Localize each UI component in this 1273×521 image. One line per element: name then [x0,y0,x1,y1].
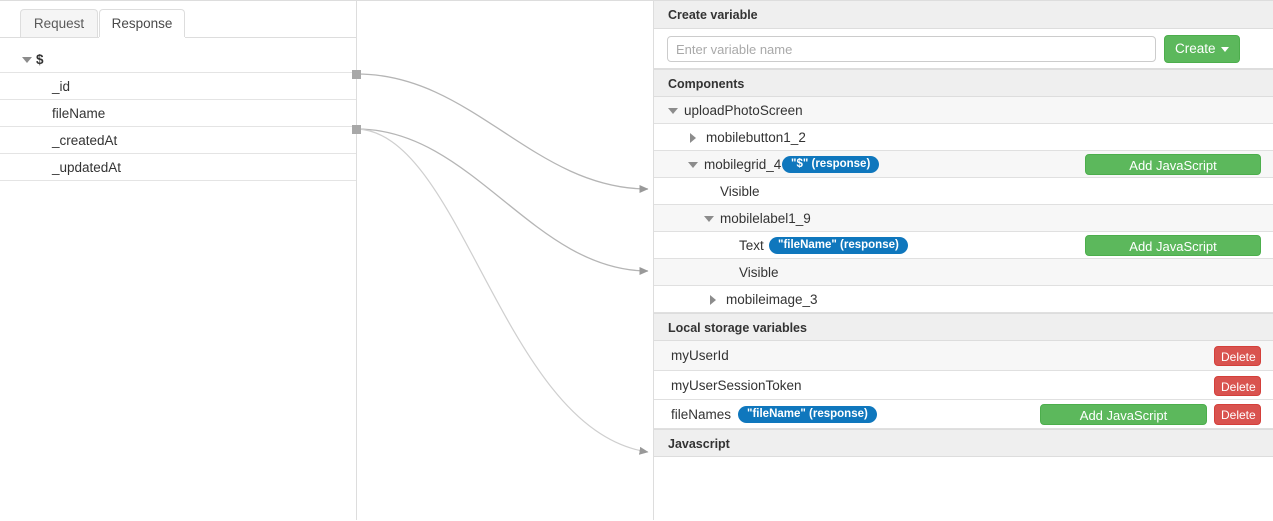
bindings-panel: Create variable Create Components upload… [653,0,1273,520]
tree-row-_id[interactable]: _id [0,73,356,100]
caret-right-icon[interactable] [710,295,716,305]
caret-down-icon[interactable] [22,57,32,63]
caret-down-icon[interactable] [688,162,698,168]
component-row-visible-label[interactable]: Visible [654,259,1273,286]
component-row-visible-grid[interactable]: Visible [654,178,1273,205]
caret-down-icon[interactable] [704,216,714,222]
component-label: mobilebutton1_2 [706,130,806,145]
component-label: mobileimage_3 [726,292,818,307]
component-label: mobilelabel1_9 [720,211,811,226]
tree-row-root[interactable]: $ [0,46,356,73]
delete-button[interactable]: Delete [1214,376,1261,396]
create-button-label: Create [1175,41,1216,56]
connection-filename-to-filenames [356,128,649,455]
delete-button[interactable]: Delete [1214,346,1261,366]
storage-variable-label: myUserSessionToken [671,378,802,393]
component-row-mobileimage_3[interactable]: mobileimage_3 [654,286,1273,313]
component-row-text-binding[interactable]: Text "fileName" (response) Add JavaScrip… [654,232,1273,259]
connection-canvas [352,0,653,520]
tab-response[interactable]: Response [99,9,185,38]
section-header-components: Components [654,69,1273,97]
tree-root-label: $ [36,52,44,67]
storage-row-fileNames[interactable]: fileNames "fileName" (response) Add Java… [654,400,1273,429]
tab-underline-gap [99,37,185,38]
add-javascript-button[interactable]: Add JavaScript [1040,404,1207,425]
component-row-mobilelabel1_9[interactable]: mobilelabel1_9 [654,205,1273,232]
variable-name-input[interactable] [667,36,1156,62]
binding-badge[interactable]: "$" (response) [782,156,880,173]
component-row-mobilebutton1_2[interactable]: mobilebutton1_2 [654,124,1273,151]
storage-row-myUserId[interactable]: myUserId Delete [654,341,1273,371]
add-javascript-button[interactable]: Add JavaScript [1085,235,1261,256]
binding-badge[interactable]: "fileName" (response) [769,237,908,254]
caret-down-icon [1220,46,1229,52]
tree-row-fileName[interactable]: fileName [0,100,356,127]
component-label: Text [739,238,764,253]
json-tree: $ _id fileName _createdAt _updatedAt [0,46,356,181]
storage-variable-label: fileNames [671,407,732,422]
connection-lines [356,73,649,455]
component-label: Visible [739,265,779,280]
component-row-mobilegrid_4[interactable]: mobilegrid_4 "$" (response) Add JavaScri… [654,151,1273,178]
tree-row-_createdAt[interactable]: _createdAt [0,127,356,154]
add-javascript-button[interactable]: Add JavaScript [1085,154,1261,175]
connection-filename-to-text [356,128,649,275]
component-label: mobilegrid_4 [704,157,782,172]
caret-right-icon[interactable] [690,133,696,143]
component-row-uploadPhotoScreen[interactable]: uploadPhotoScreen [654,97,1273,124]
connector-handle-filename[interactable] [352,125,361,134]
delete-button[interactable]: Delete [1214,404,1261,425]
storage-variable-label: myUserId [671,348,729,363]
connector-handle-dollar[interactable] [352,70,361,79]
binding-badge[interactable]: "fileName" (response) [738,406,877,423]
caret-down-icon[interactable] [668,108,678,114]
tab-request[interactable]: Request [20,9,98,38]
storage-row-myUserSessionToken[interactable]: myUserSessionToken Delete [654,371,1273,400]
create-button[interactable]: Create [1164,35,1240,63]
section-header-javascript: Javascript [654,429,1273,457]
tree-row-_updatedAt[interactable]: _updatedAt [0,154,356,181]
panel-tabs: Request Response [0,1,357,38]
component-label: uploadPhotoScreen [684,103,803,118]
create-variable-bar: Create [654,29,1273,69]
response-tree-panel: Request Response $ _id fileName _created… [0,0,357,520]
section-header-local-storage: Local storage variables [654,313,1273,341]
component-label: Visible [720,184,760,199]
section-header-create-variable: Create variable [654,1,1273,29]
connection-dollar-to-mobilegrid [356,73,649,193]
